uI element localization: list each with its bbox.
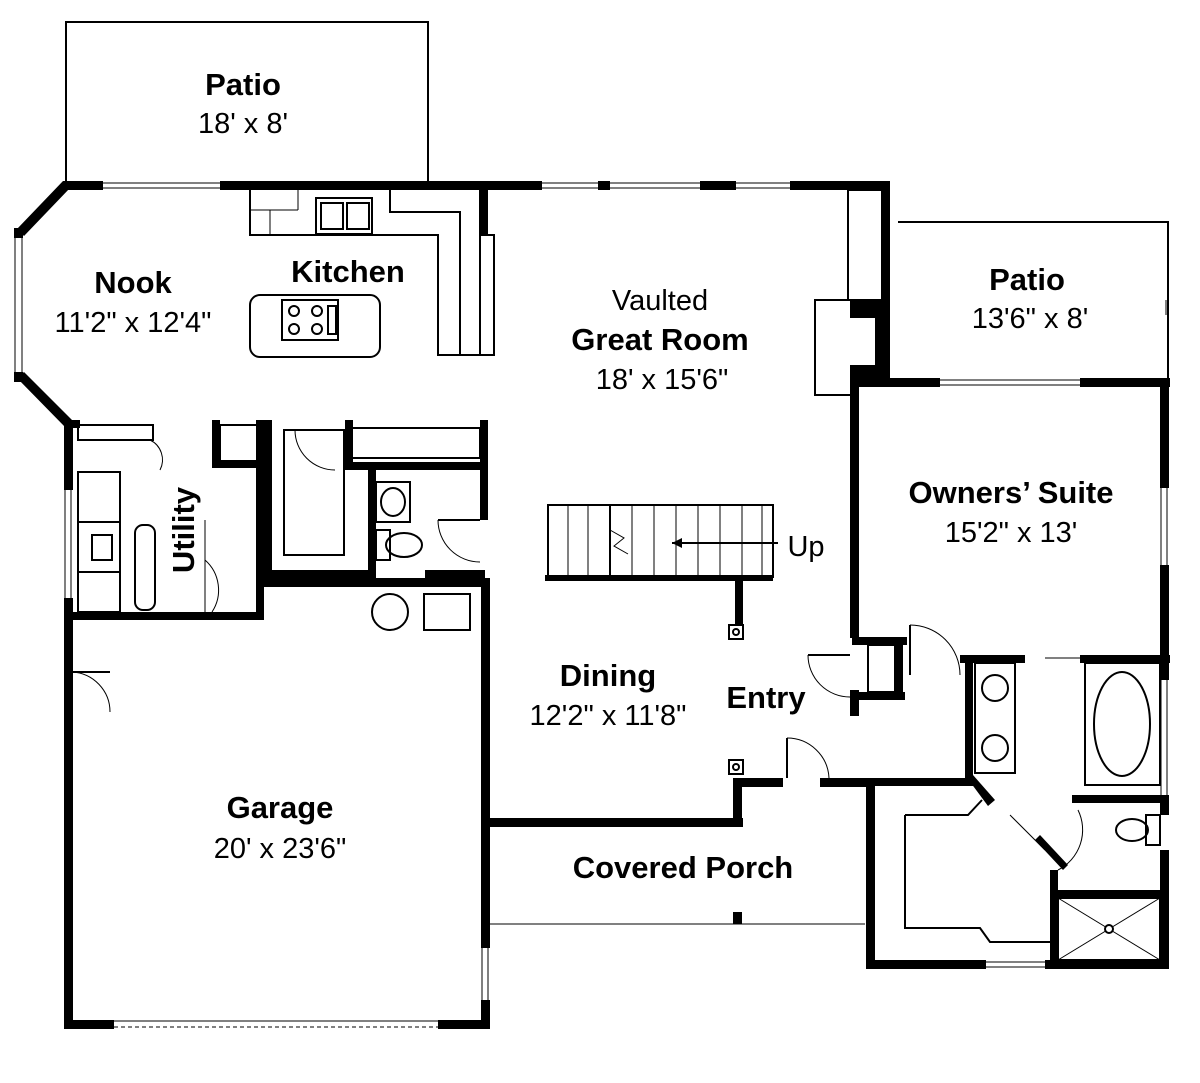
- fireplace-hearth: [814, 189, 883, 396]
- room-name-entry: Entry: [726, 680, 806, 715]
- room-name-nook: Nook: [94, 265, 172, 300]
- cooktop-icon: [281, 299, 339, 341]
- patio-right-outline: [898, 221, 1169, 382]
- front-door: [786, 737, 830, 779]
- room-name-patio-top: Patio: [205, 67, 281, 102]
- kitchen-island: [249, 294, 381, 358]
- exterior-walls: [14, 181, 1170, 1029]
- bathtub-icon: [1084, 662, 1161, 786]
- room-size-patio-top: 18' x 8': [198, 108, 288, 140]
- room-prefix-great-room: Vaulted: [612, 285, 708, 317]
- stair-arrow-icon: [672, 538, 778, 548]
- sink-icon: [315, 197, 373, 235]
- room-name-great-room: Great Room: [571, 322, 748, 357]
- room-name-patio-right: Patio: [989, 262, 1065, 297]
- garage-storage-icon: [423, 593, 471, 631]
- room-size-owners-suite: 15'2" x 13': [945, 517, 1078, 549]
- vanity-sinks: [974, 662, 1016, 774]
- stairs-up-label: Up: [787, 531, 824, 563]
- column-icon: [728, 624, 744, 640]
- closet-fixtures: [283, 427, 481, 556]
- staircase: [547, 504, 774, 578]
- room-name-utility: Utility: [166, 486, 201, 573]
- room-size-dining: 12'2" x 11'8": [530, 700, 687, 732]
- powder-room-sink-icon: [375, 481, 411, 523]
- windows: [14, 182, 1168, 1028]
- room-name-owners-suite: Owners’ Suite: [908, 475, 1113, 510]
- utility-fixtures: [77, 424, 261, 613]
- room-size-great-room: 18' x 15'6": [596, 364, 729, 396]
- room-size-patio-right: 13'6" x 8': [972, 303, 1089, 335]
- room-name-garage: Garage: [227, 790, 334, 825]
- owners-suite-door: [909, 624, 961, 676]
- water-heater-icon: [371, 593, 409, 631]
- master-toilet-icon: [1115, 814, 1161, 846]
- room-size-nook: 11'2" x 12'4": [55, 307, 212, 339]
- patio-top-outline: [65, 21, 429, 185]
- room-name-dining: Dining: [560, 658, 656, 693]
- bath-door: [1009, 809, 1084, 871]
- room-name-covered-porch: Covered Porch: [573, 850, 794, 885]
- walk-in-closet: [904, 799, 1050, 943]
- powder-room-door: [437, 519, 481, 563]
- room-name-kitchen: Kitchen: [291, 254, 405, 289]
- kitchen-counters: [249, 190, 495, 356]
- powder-room-toilet-icon: [375, 529, 423, 561]
- garage-side-door: [71, 671, 111, 713]
- column-icon: [728, 759, 744, 775]
- shower-icon: [1057, 897, 1161, 961]
- entry-closet-door: [807, 644, 896, 698]
- room-size-garage: 20' x 23'6": [214, 833, 347, 865]
